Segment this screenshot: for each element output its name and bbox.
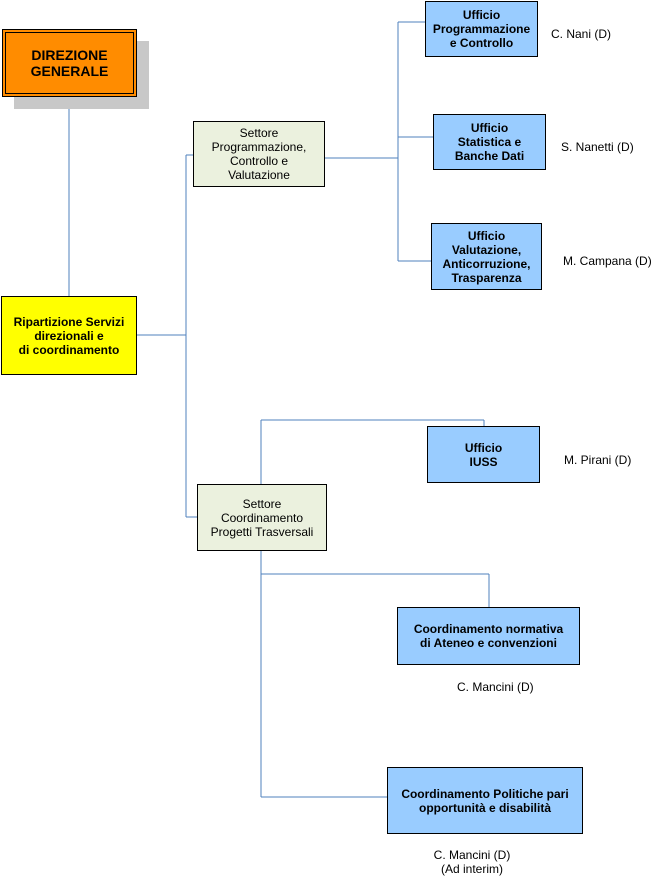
responsabile-pari-opportunita: C. Mancini (D) (Ad interim) (433, 848, 511, 876)
ufficio-statistica-box: Ufficio Statistica e Banche Dati (433, 114, 546, 170)
settore-coordinamento-box: Settore Coordinamento Progetti Trasversa… (197, 484, 327, 551)
ufficio-iuss-box: Ufficio IUSS (427, 426, 540, 483)
ufficio-valutazione-box: Ufficio Valutazione, Anticorruzione, Tra… (431, 223, 542, 290)
responsabile-normativa: C. Mancini (D) (457, 680, 534, 694)
responsabile-programmazione: C. Nani (D) (551, 27, 612, 41)
ufficio-programmazione-box: Ufficio Programmazione e Controllo (425, 1, 538, 57)
direzione-generale-box: DIREZIONE GENERALE (2, 29, 137, 97)
responsabile-iuss: M. Pirani (D) (564, 453, 632, 467)
coordinamento-pari-opportunita-box: Coordinamento Politiche pari opportunità… (387, 767, 583, 834)
coordinamento-normativa-box: Coordinamento normativa di Ateneo e conv… (397, 607, 580, 665)
responsabile-statistica: S. Nanetti (D) (561, 140, 634, 154)
ripartizione-servizi-box: Ripartizione Servizi direzionali e di co… (1, 296, 137, 375)
settore-programmazione-box: Settore Programmazione, Controllo e Valu… (193, 121, 325, 187)
responsabile-valutazione: M. Campana (D) (563, 254, 652, 268)
